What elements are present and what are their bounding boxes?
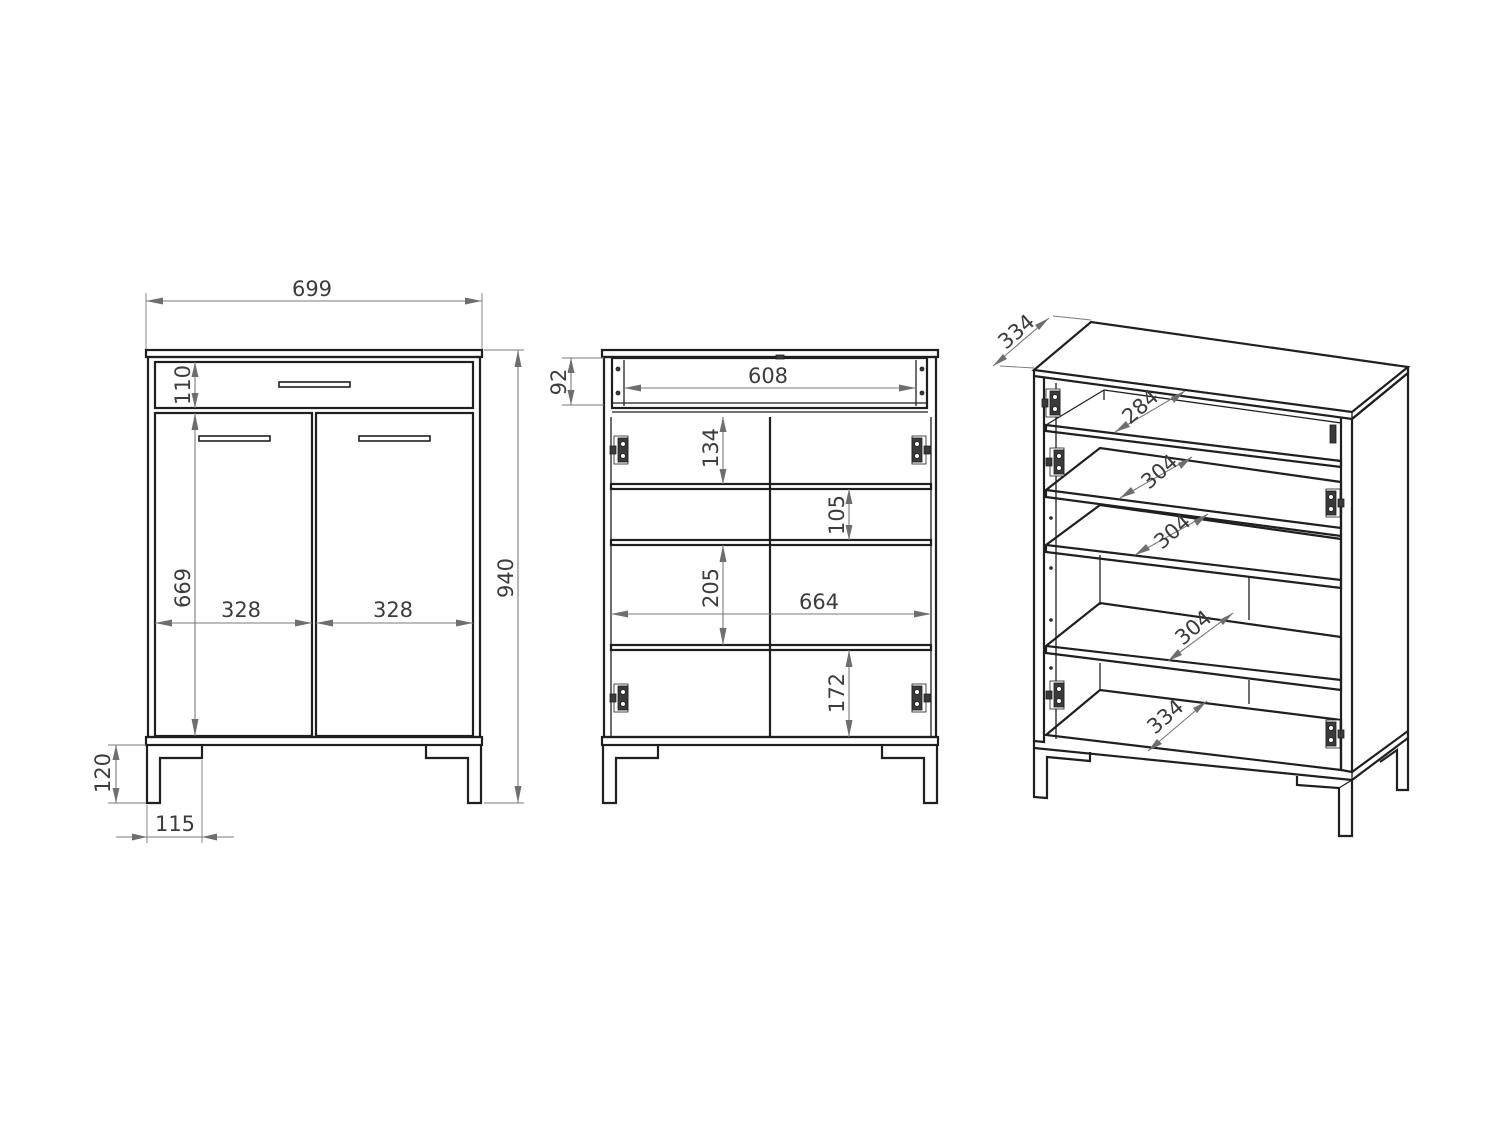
dim-drawer-608: 608 xyxy=(748,364,788,388)
iso-drawer xyxy=(1044,423,1343,469)
front-leg-left xyxy=(145,745,204,805)
front-drawer xyxy=(153,360,475,410)
iso-bottom-panel xyxy=(1043,688,1343,772)
front-view: 699 940 110 669 328 328 120 xyxy=(91,277,524,843)
dim-compartment-172: 172 xyxy=(825,673,849,713)
iso-side-left xyxy=(1032,376,1046,744)
iso-shelf-1 xyxy=(1043,446,1343,538)
dim-leg-120: 120 xyxy=(91,753,115,793)
dim-depth-334: 334 xyxy=(993,310,1039,354)
hinge-icon xyxy=(1045,447,1065,477)
door-handle-right xyxy=(358,435,431,442)
dim-compartment-134: 134 xyxy=(699,428,723,468)
dim-door-669: 669 xyxy=(171,568,195,608)
dim-drawer-depth-284: 284 xyxy=(1117,385,1163,429)
hinge-icon xyxy=(911,683,931,713)
hinge-icon xyxy=(1045,680,1065,710)
iso-shelf-3 xyxy=(1043,601,1343,692)
hinge-icon xyxy=(609,435,629,465)
dim-shelf-304-3: 304 xyxy=(1170,606,1216,650)
open-base-rail xyxy=(600,735,940,747)
dim-compartment-205: 205 xyxy=(699,568,723,608)
dim-leg-offset-115: 115 xyxy=(155,812,195,836)
hinge-icon xyxy=(911,435,931,465)
dim-shelf-304-1: 304 xyxy=(1136,450,1182,494)
iso-leg-front-right xyxy=(1295,776,1354,838)
front-leg-right xyxy=(424,745,483,805)
dim-door-left-328: 328 xyxy=(221,598,261,622)
front-door-right xyxy=(314,411,475,738)
open-leg-right xyxy=(880,745,939,805)
dim-drawer-92: 92 xyxy=(547,369,571,396)
iso-side-right xyxy=(1339,418,1354,774)
iso-leg-front-left xyxy=(1032,748,1092,800)
iso-view: 334 284 304 304 304 334 xyxy=(992,310,1411,838)
dim-height-940: 940 xyxy=(494,558,518,598)
iso-shelf-2 xyxy=(1043,503,1343,590)
open-view: 92 608 134 105 205 664 172 xyxy=(547,348,940,805)
dim-door-right-328: 328 xyxy=(373,598,413,622)
drawer-handle xyxy=(278,381,351,388)
front-base-rail xyxy=(144,735,484,747)
hinge-icon xyxy=(609,683,629,713)
open-drawer-box xyxy=(610,356,929,410)
iso-leg-back-right xyxy=(1379,738,1410,792)
dim-width-699: 699 xyxy=(292,277,332,301)
door-handle-left xyxy=(198,435,271,442)
dim-compartment-105: 105 xyxy=(825,495,849,535)
open-leg-left xyxy=(601,745,660,805)
dim-inner-664: 664 xyxy=(799,590,839,614)
dim-drawer-110: 110 xyxy=(171,365,195,405)
